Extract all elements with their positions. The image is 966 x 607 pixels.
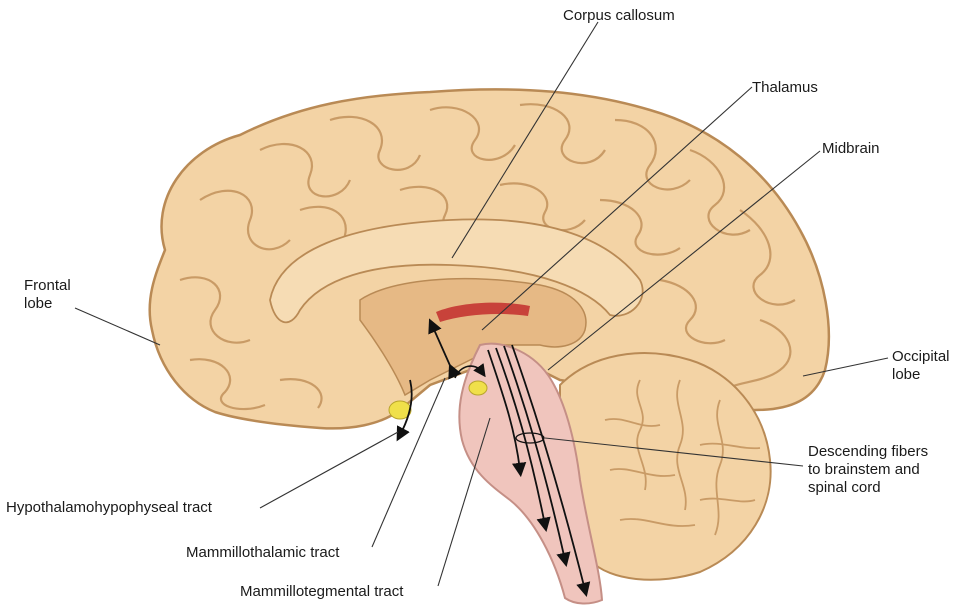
leader-lines — [74, 21, 889, 587]
hypothalamohypophyseal-arrow — [396, 379, 413, 442]
cerebellum-folia — [604, 379, 761, 536]
pituitary-body — [388, 400, 412, 420]
fiber-bundle-ring — [515, 432, 545, 444]
mammillothalamic-arrow — [428, 318, 462, 380]
label-mammillotegmental-tract: Mammillotegmental tract — [240, 583, 404, 600]
label-hypothalamohypophyseal-tract: Hypothalamohypophyseal tract — [6, 499, 212, 516]
brainstem — [458, 342, 604, 605]
label-descending-fibers: Descending fibers to brainstem and spina… — [808, 443, 929, 496]
label-thalamus: Thalamus — [752, 79, 818, 96]
label-occipital-lobe: Occipital lobe — [892, 348, 950, 383]
label-midbrain: Midbrain — [822, 140, 880, 157]
gyri-folds — [179, 103, 796, 411]
label-frontal-lobe: Frontal lobe — [24, 277, 71, 312]
mammillotegmental-curve — [454, 363, 486, 379]
label-corpus-callosum: Corpus callosum — [563, 7, 675, 24]
label-mammillothalamic-tract: Mammillothalamic tract — [186, 544, 340, 561]
mammillary-body — [468, 380, 488, 396]
descending-fiber-arrows — [487, 344, 591, 597]
corpus-callosum-region — [269, 218, 644, 324]
